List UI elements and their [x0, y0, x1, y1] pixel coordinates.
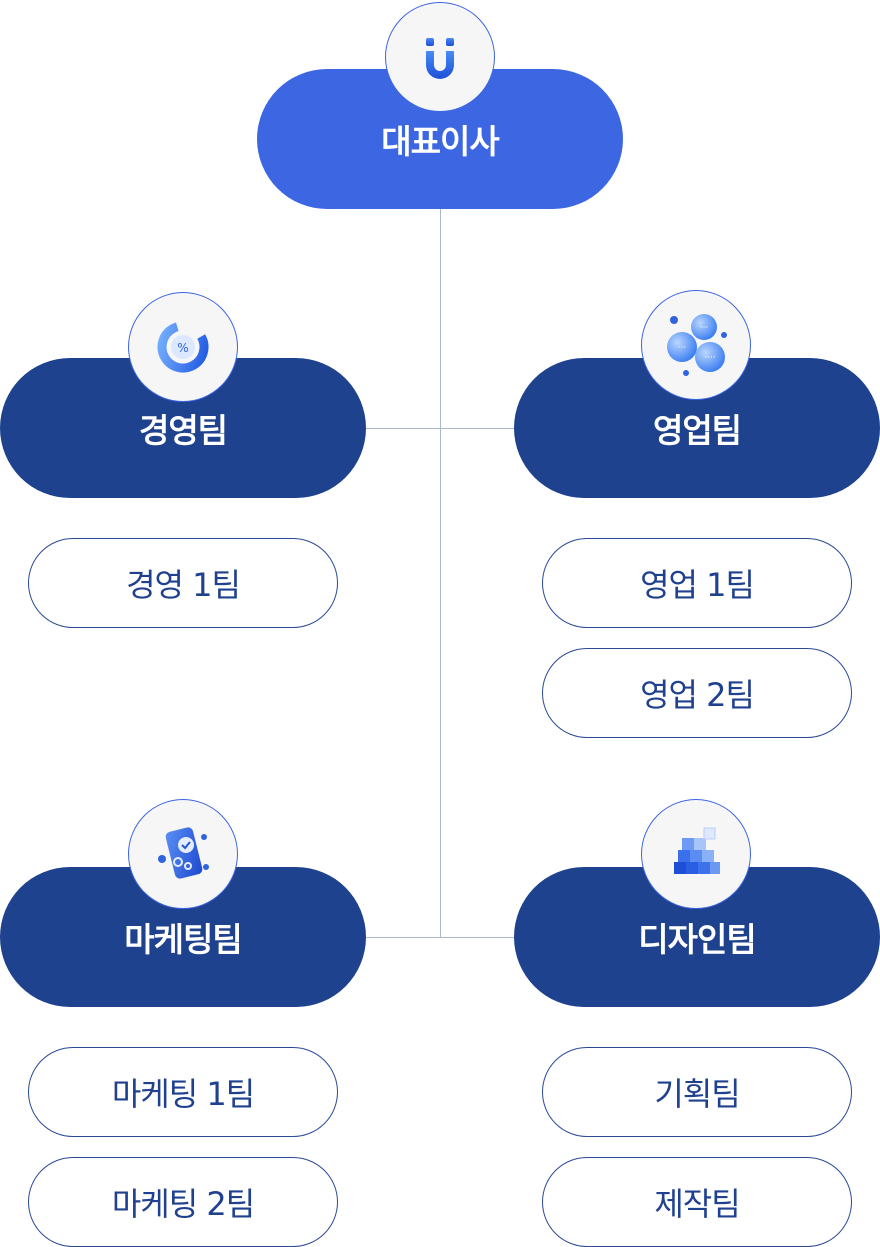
- team-management-label: 경영팀: [138, 411, 228, 450]
- ceo-label: 대표이사: [381, 122, 499, 161]
- sub-team-label: 영업 2팀: [640, 676, 755, 714]
- team-design-label: 디자인팀: [638, 920, 756, 959]
- team-design-node: 디자인팀: [514, 867, 880, 1007]
- sub-team-label: 경영 1팀: [126, 566, 241, 604]
- svg-text:···: ···: [700, 323, 709, 333]
- svg-text:%: %: [177, 341, 188, 355]
- sub-team-label: 마케팅 2팀: [111, 1185, 255, 1223]
- sub-team-design-planning: 기획팀: [542, 1047, 852, 1137]
- u-logo-icon: [385, 2, 495, 112]
- team-management-node: 경영팀: [0, 358, 366, 498]
- sub-team-label: 제작팀: [654, 1185, 740, 1223]
- sub-team-marketing-2: 마케팅 2팀: [28, 1157, 338, 1247]
- sub-team-sales-2: 영업 2팀: [542, 648, 852, 738]
- sub-team-label: 기획팀: [654, 1075, 740, 1113]
- sub-team-management-1: 경영 1팀: [28, 538, 338, 628]
- sub-team-label: 마케팅 1팀: [111, 1075, 255, 1113]
- percent-dial-icon: %: [128, 292, 238, 402]
- connector-trunk: [440, 209, 441, 937]
- phone-gears-icon: [128, 799, 238, 909]
- sub-team-label: 영업 1팀: [640, 566, 755, 604]
- connector-row1: [366, 428, 514, 429]
- sub-team-design-production: 제작팀: [542, 1157, 852, 1247]
- sub-team-sales-1: 영업 1팀: [542, 538, 852, 628]
- team-marketing-label: 마케팅팀: [124, 920, 242, 959]
- team-sales-label: 영업팀: [652, 411, 742, 450]
- connector-row2: [366, 937, 514, 938]
- svg-text:···: ···: [678, 343, 687, 353]
- blocks-icon: [641, 799, 751, 909]
- sub-team-marketing-1: 마케팅 1팀: [28, 1047, 338, 1137]
- chat-bubbles-icon: ··· ··· ····: [641, 290, 751, 400]
- svg-text:····: ····: [704, 353, 715, 363]
